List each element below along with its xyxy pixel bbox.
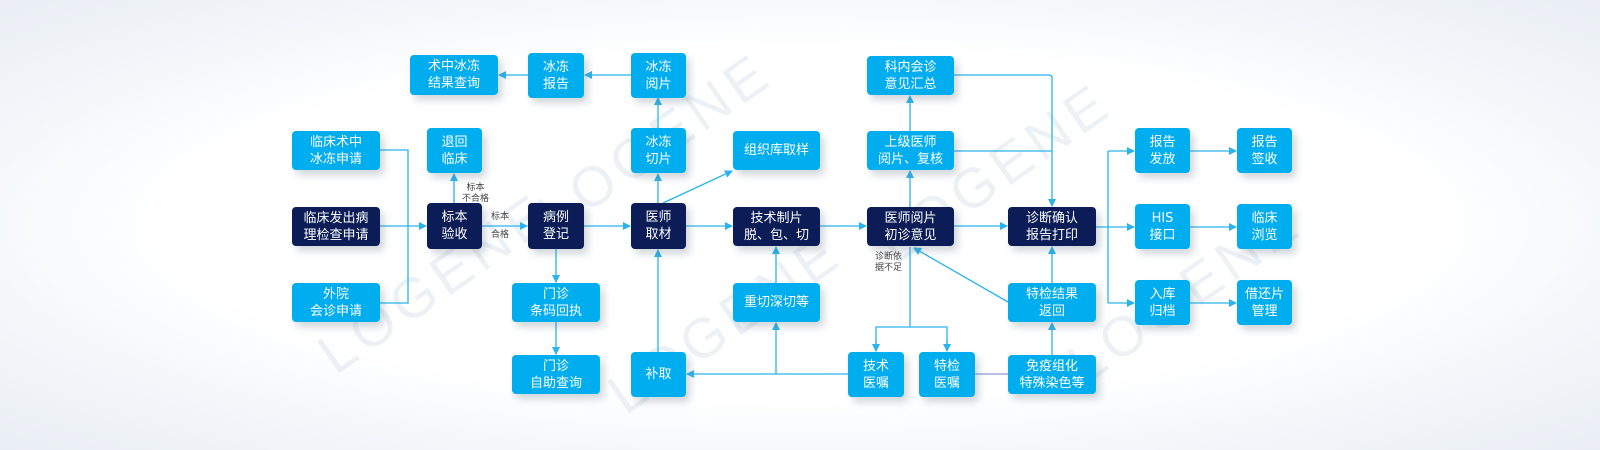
node-text: 特检 — [933, 358, 960, 374]
node-case-registration[interactable]: 病例登记 — [528, 203, 584, 249]
node-text: 诊断确认 — [1025, 210, 1078, 226]
node-senior-review[interactable]: 上级医师阅片、复核 — [867, 131, 954, 170]
edge-grossing-to-tissue-bank — [662, 170, 733, 204]
node-slide-preparation[interactable]: 技术制片脱、包、切 — [733, 207, 820, 246]
node-text: 阅片、复核 — [877, 151, 943, 167]
node-supplementary-sampling[interactable]: 补取 — [631, 352, 686, 397]
node-outpatient-barcode[interactable]: 门诊条码回执 — [512, 283, 600, 322]
node-text: 意见汇总 — [884, 76, 937, 92]
node-text: 技术制片 — [750, 210, 803, 226]
node-text: 归档 — [1149, 303, 1176, 319]
node-clinical-request[interactable]: 临床发出病理检查申请 — [292, 207, 380, 246]
node-initial-diagnosis[interactable]: 医师阅片初诊意见 — [867, 207, 954, 246]
node-text: 技术 — [862, 358, 889, 374]
edge-label-qualified-bottom: 合格 — [491, 230, 510, 240]
node-text: 阅片 — [645, 76, 672, 92]
node-text: 签收 — [1251, 151, 1278, 167]
node-text: 结果查询 — [427, 76, 480, 91]
node-text: 上级医师 — [884, 134, 937, 150]
node-text: 报告打印 — [1025, 227, 1078, 243]
node-text: 门诊 — [542, 358, 569, 374]
node-text: 冰冻 — [542, 59, 569, 75]
node-recut[interactable]: 重切深切等 — [733, 283, 820, 322]
node-text: 退回 — [441, 134, 468, 150]
node-frozen-result-query[interactable]: 术中冰冻结果查询 — [410, 55, 498, 95]
edge-consult-to-confirm — [954, 74, 1056, 207]
node-text: 临床 — [1251, 210, 1278, 226]
node-archive[interactable]: 入库归档 — [1135, 280, 1190, 325]
node-text: 重切深切等 — [743, 295, 809, 310]
node-text: 临床术中 — [309, 134, 362, 150]
node-text: 外院 — [322, 286, 349, 302]
node-text: 补取 — [645, 367, 672, 382]
node-specimen-acceptance[interactable]: 标本验收 — [427, 203, 482, 249]
node-text: 初诊意见 — [884, 227, 937, 243]
node-text: 冰冻申请 — [309, 151, 362, 167]
node-text: 门诊 — [542, 286, 569, 302]
node-text: 冰冻 — [645, 134, 672, 150]
node-special-order[interactable]: 特检医嘱 — [919, 352, 975, 397]
node-ihc-special-stain[interactable]: 免疫组化特殊染色等 — [1008, 355, 1096, 394]
node-text: 浏览 — [1251, 227, 1278, 243]
edge-special-result-to-diagnosis — [913, 247, 1009, 303]
node-tissue-bank-sampling[interactable]: 组织库取样 — [733, 131, 820, 170]
node-text: 报告 — [1251, 134, 1278, 150]
node-text: 自助查询 — [529, 375, 582, 391]
node-text: 特殊染色等 — [1019, 375, 1085, 391]
node-text: 标本 — [441, 210, 468, 225]
node-text: 病例 — [542, 210, 569, 225]
node-text: HIS — [1151, 210, 1174, 226]
node-text: 发放 — [1149, 151, 1176, 167]
node-text: 验收 — [441, 227, 468, 242]
node-report-release[interactable]: 报告发放 — [1135, 128, 1190, 173]
node-frozen-section[interactable]: 冰冻切片 — [631, 128, 686, 173]
node-text: 医嘱 — [862, 375, 889, 391]
node-clinical-frozen-request[interactable]: 临床术中冰冻申请 — [292, 131, 380, 170]
node-text: 理检查申请 — [303, 227, 369, 243]
node-text: 借还片 — [1244, 286, 1284, 302]
node-special-result-return[interactable]: 特检结果返回 — [1008, 283, 1096, 322]
node-text: 脱、包、切 — [743, 227, 809, 243]
node-text: 特检结果 — [1025, 286, 1078, 302]
node-clinical-browse[interactable]: 临床浏览 — [1237, 204, 1292, 249]
node-text: 科内会诊 — [884, 59, 937, 75]
node-text: 术中冰冻 — [427, 59, 480, 74]
node-text: 报告 — [542, 76, 569, 92]
node-frozen-reading[interactable]: 冰冻阅片 — [631, 53, 686, 98]
edge-label-unqualified: 标本不合格 — [462, 183, 490, 204]
node-text: 报告 — [1149, 134, 1176, 150]
node-external-consult-request[interactable]: 外院会诊申请 — [292, 283, 380, 322]
node-text: 取材 — [645, 227, 672, 242]
node-text: 会诊申请 — [309, 303, 362, 319]
node-text: 组织库取样 — [743, 143, 809, 158]
edge-confirm-branch — [1096, 151, 1109, 303]
node-frozen-report[interactable]: 冰冻报告 — [528, 53, 584, 98]
node-text: 切片 — [645, 151, 672, 167]
node-text: 入库 — [1149, 286, 1176, 302]
node-text: 条码回执 — [529, 303, 582, 319]
node-text: 医师 — [645, 210, 672, 225]
node-text: 登记 — [542, 227, 569, 242]
node-text: 管理 — [1251, 303, 1278, 319]
node-text: 接口 — [1149, 227, 1176, 243]
node-report-receipt[interactable]: 报告签收 — [1237, 128, 1292, 173]
node-text: 返回 — [1038, 303, 1065, 319]
node-text: 临床发出病 — [303, 210, 369, 226]
node-text: 医嘱 — [933, 375, 960, 391]
node-doctor-grossing[interactable]: 医师取材 — [631, 203, 686, 249]
node-diagnosis-confirm[interactable]: 诊断确认报告打印 — [1008, 207, 1096, 246]
node-outpatient-self-query[interactable]: 门诊自助查询 — [512, 355, 600, 394]
node-technical-order[interactable]: 技术医嘱 — [848, 352, 904, 397]
node-return-clinic[interactable]: 退回临床 — [427, 128, 482, 173]
node-dept-consult-summary[interactable]: 科内会诊意见汇总 — [867, 56, 954, 95]
edge-label-qualified-top: 标本 — [491, 212, 510, 222]
node-slide-lending[interactable]: 借还片管理 — [1237, 280, 1292, 325]
node-text: 临床 — [441, 151, 468, 167]
edge-label-insufficient: 诊断依据不足 — [875, 252, 903, 273]
node-text: 冰冻 — [645, 59, 672, 75]
node-text: 免疫组化 — [1025, 358, 1078, 374]
node-text: 医师阅片 — [884, 210, 937, 226]
